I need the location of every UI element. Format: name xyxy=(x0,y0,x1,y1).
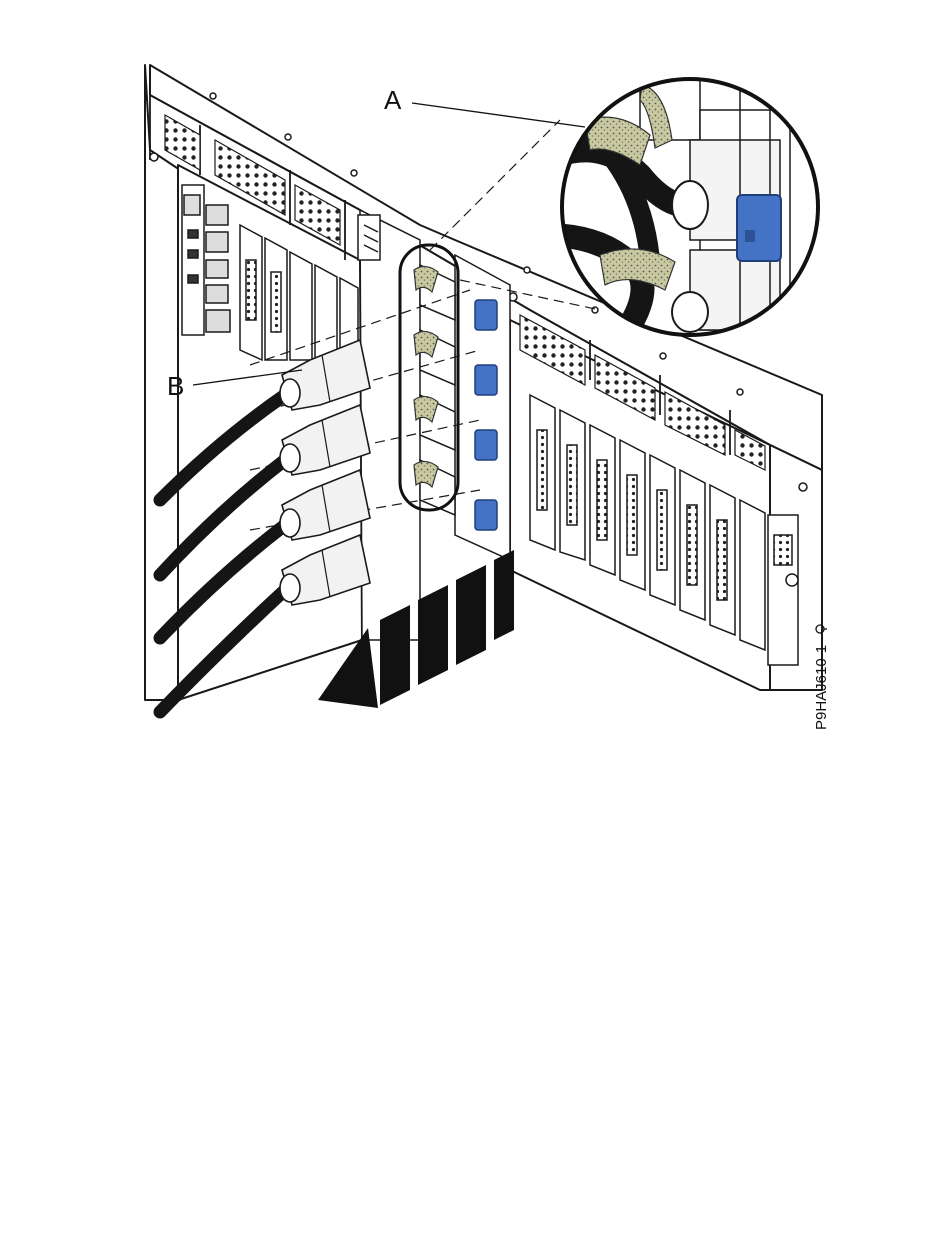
rear-io-ports xyxy=(182,185,230,335)
psu-latch-2[interactable] xyxy=(475,365,497,395)
callout-b-label: B xyxy=(167,371,184,401)
callout-a-label: A xyxy=(384,85,402,115)
psu-latch-4[interactable] xyxy=(475,500,497,530)
chassis-handle xyxy=(768,515,798,665)
psu-latch-1[interactable] xyxy=(475,300,497,330)
psu-latch-3[interactable] xyxy=(475,430,497,460)
callout-a: A xyxy=(384,85,585,127)
figure-id: P9HAJ610-1 xyxy=(813,645,830,730)
zoom-release-latch[interactable] xyxy=(737,195,781,261)
